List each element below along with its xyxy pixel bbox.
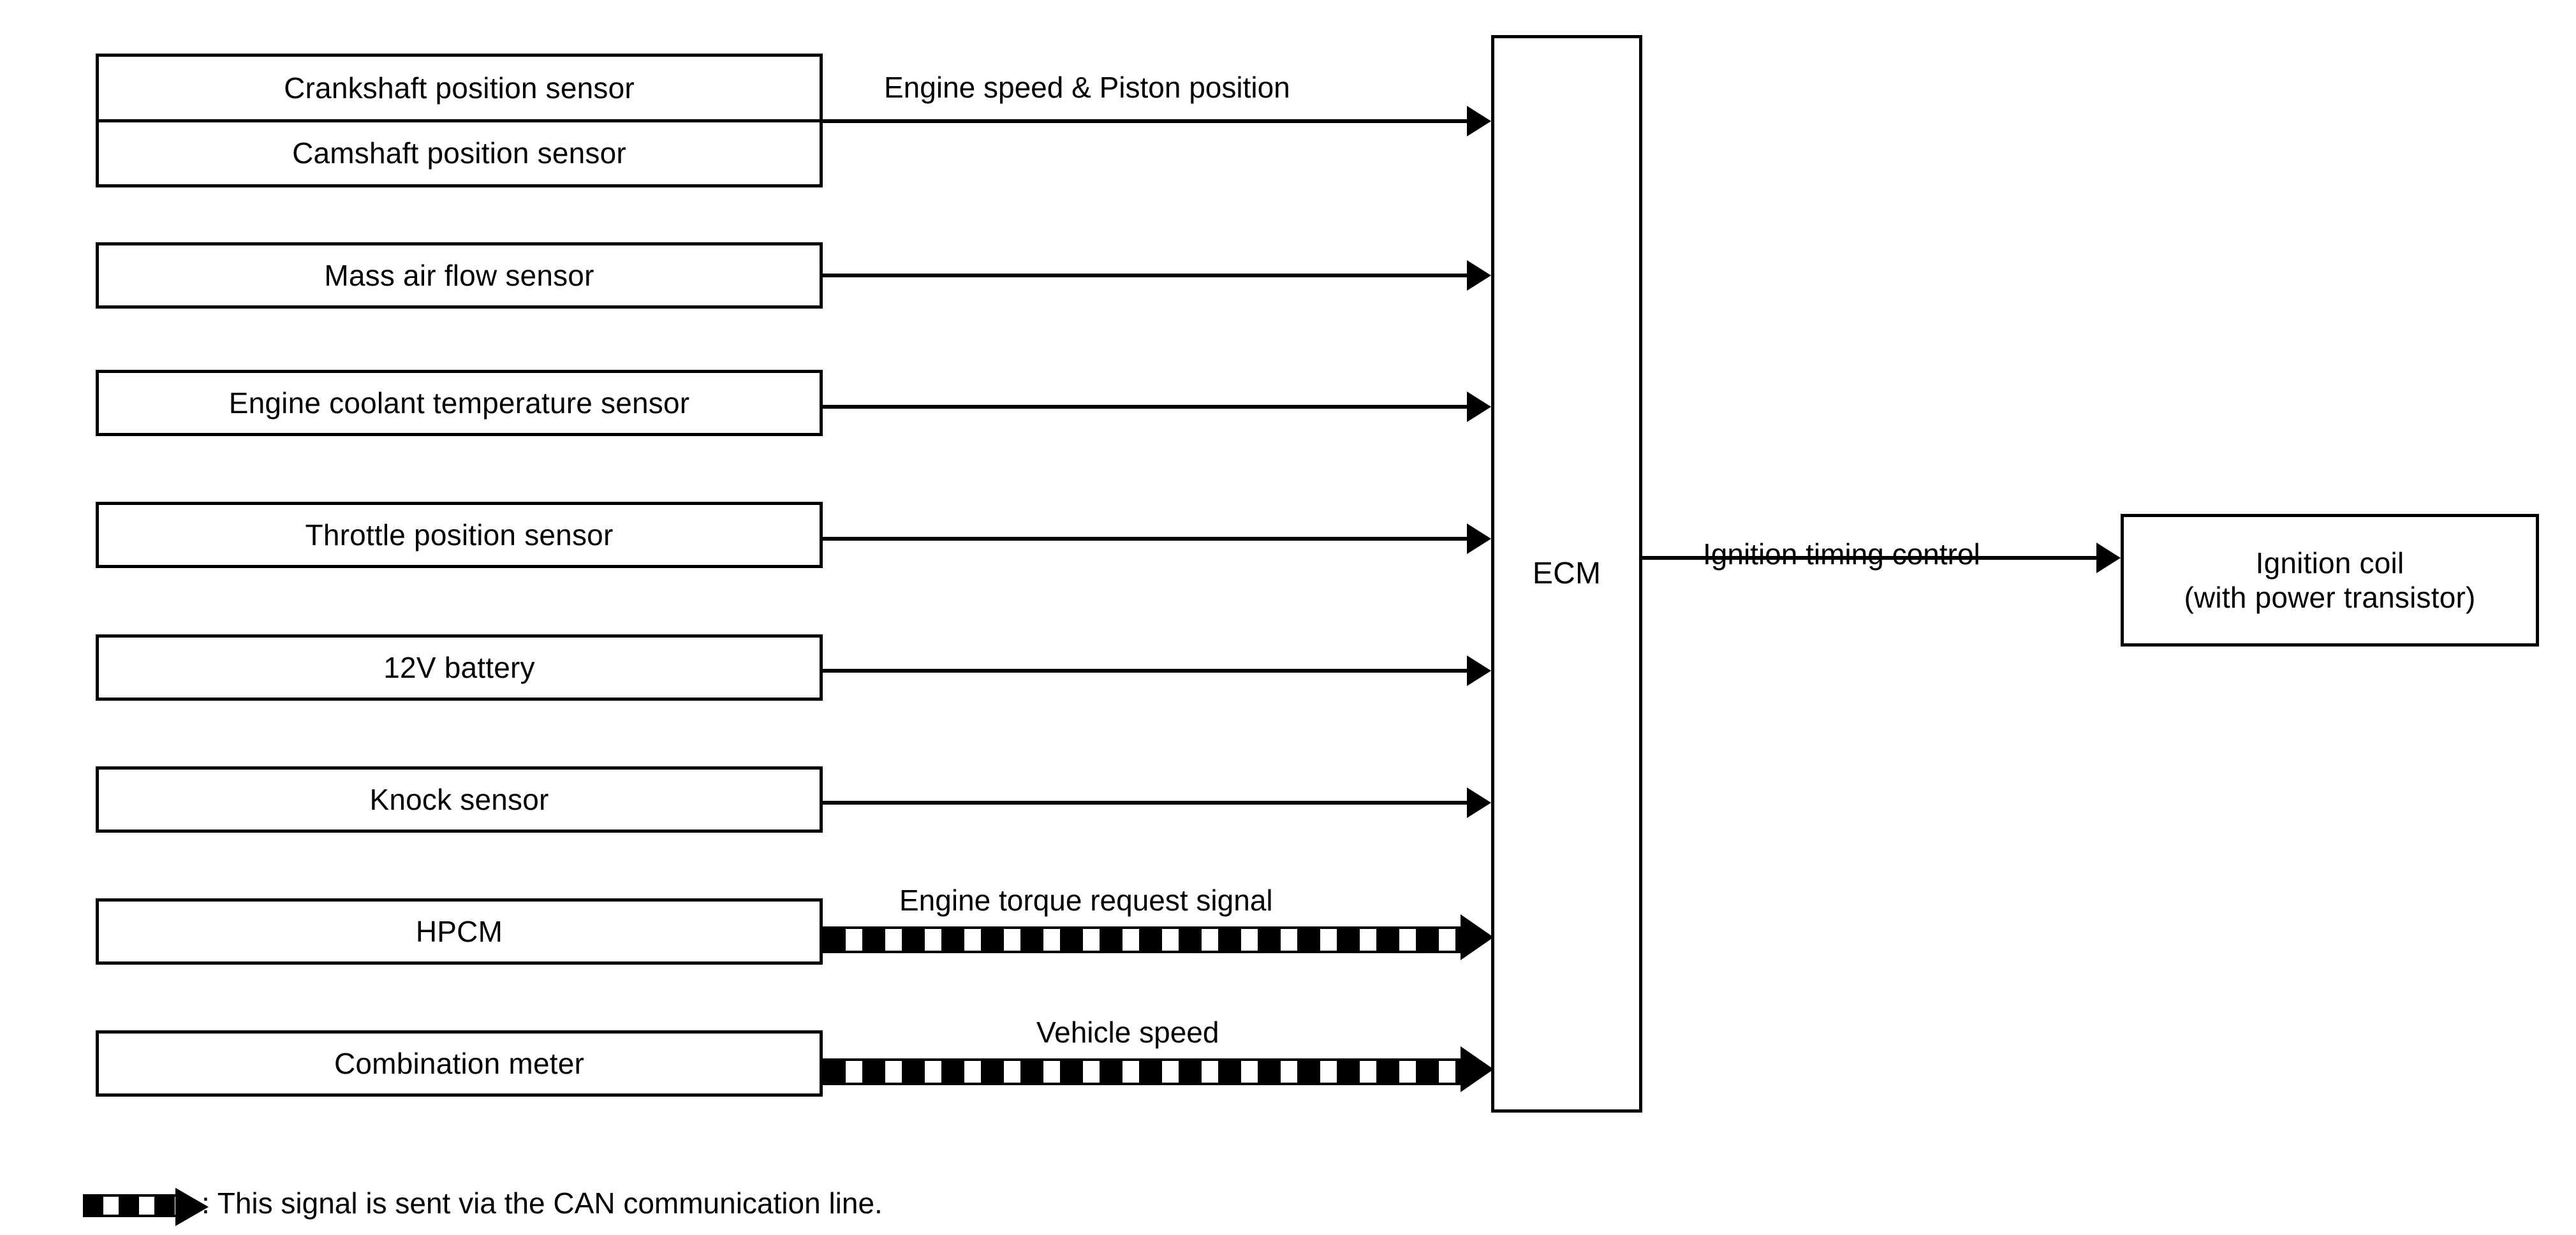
- legend-bar: [83, 1194, 179, 1217]
- arrow-head: [1461, 914, 1494, 960]
- node-camshaft-position-sensor[interactable]: Camshaft position sensor: [99, 119, 820, 185]
- legend-arrow-head: [175, 1188, 209, 1226]
- node-label: Combination meter: [334, 1046, 585, 1080]
- node-label: Engine coolant temperature sensor: [228, 386, 690, 420]
- arrow-head: [1467, 106, 1491, 136]
- node-knock-sensor[interactable]: Knock sensor: [96, 766, 823, 833]
- arrow-shaft: [823, 405, 1467, 409]
- arrow-shaft: [823, 669, 1467, 673]
- node-label-line1: Ignition coil: [2255, 546, 2404, 580]
- arrow-head: [1467, 787, 1491, 818]
- node-label: Mass air flow sensor: [324, 258, 594, 292]
- arrow-head: [1467, 655, 1491, 686]
- edge-label-vehicle-speed: Vehicle speed: [1036, 1016, 1219, 1049]
- node-crankshaft-position-sensor[interactable]: Crankshaft position sensor: [99, 57, 820, 119]
- node-crankshaft-camshaft-group[interactable]: Crankshaft position sensor Camshaft posi…: [96, 54, 823, 187]
- node-label-line2: (with power transistor): [2184, 581, 2476, 614]
- node-hpcm[interactable]: HPCM: [96, 898, 823, 965]
- arrow-shaft: [823, 274, 1467, 277]
- node-label: 12V battery: [383, 650, 535, 684]
- legend-text: : This signal is sent via the CAN commun…: [202, 1187, 883, 1220]
- node-combination-meter[interactable]: Combination meter: [96, 1030, 823, 1097]
- node-12v-battery[interactable]: 12V battery: [96, 634, 823, 701]
- arrow-head: [1461, 1046, 1494, 1092]
- node-label: Knock sensor: [369, 782, 549, 816]
- node-mass-air-flow-sensor[interactable]: Mass air flow sensor: [96, 242, 823, 309]
- node-label: Crankshaft position sensor: [284, 71, 635, 105]
- node-label: ECM: [1532, 556, 1601, 590]
- arrow-shaft: [823, 801, 1467, 805]
- edge-label-engine-torque-request-signal: Engine torque request signal: [899, 884, 1273, 917]
- node-ignition-coil[interactable]: Ignition coil (with power transistor): [2121, 514, 2539, 647]
- node-engine-coolant-temperature-sensor[interactable]: Engine coolant temperature sensor: [96, 370, 823, 436]
- can-arrow-bar: [823, 926, 1461, 953]
- arrow-head: [1467, 391, 1491, 422]
- node-label: Throttle position sensor: [305, 518, 614, 552]
- arrow-shaft: [823, 537, 1467, 541]
- node-ecm[interactable]: ECM: [1491, 35, 1642, 1113]
- arrow-head: [1467, 523, 1491, 554]
- arrow-shaft: [1642, 556, 2096, 560]
- legend: : This signal is sent via the CAN commun…: [83, 1181, 883, 1226]
- edge-label-engine-speed-piston-position: Engine speed & Piston position: [884, 71, 1290, 104]
- node-label: Camshaft position sensor: [292, 136, 626, 170]
- arrow-head: [1467, 260, 1491, 291]
- edge-label-ignition-timing-control: Ignition timing control: [1703, 537, 1980, 571]
- arrow-head: [2096, 543, 2121, 573]
- can-arrow-bar: [823, 1058, 1461, 1085]
- can-dashed-arrow-icon: [83, 1188, 210, 1226]
- arrow-shaft: [823, 119, 1467, 123]
- node-label: HPCM: [415, 914, 503, 948]
- node-throttle-position-sensor[interactable]: Throttle position sensor: [96, 502, 823, 568]
